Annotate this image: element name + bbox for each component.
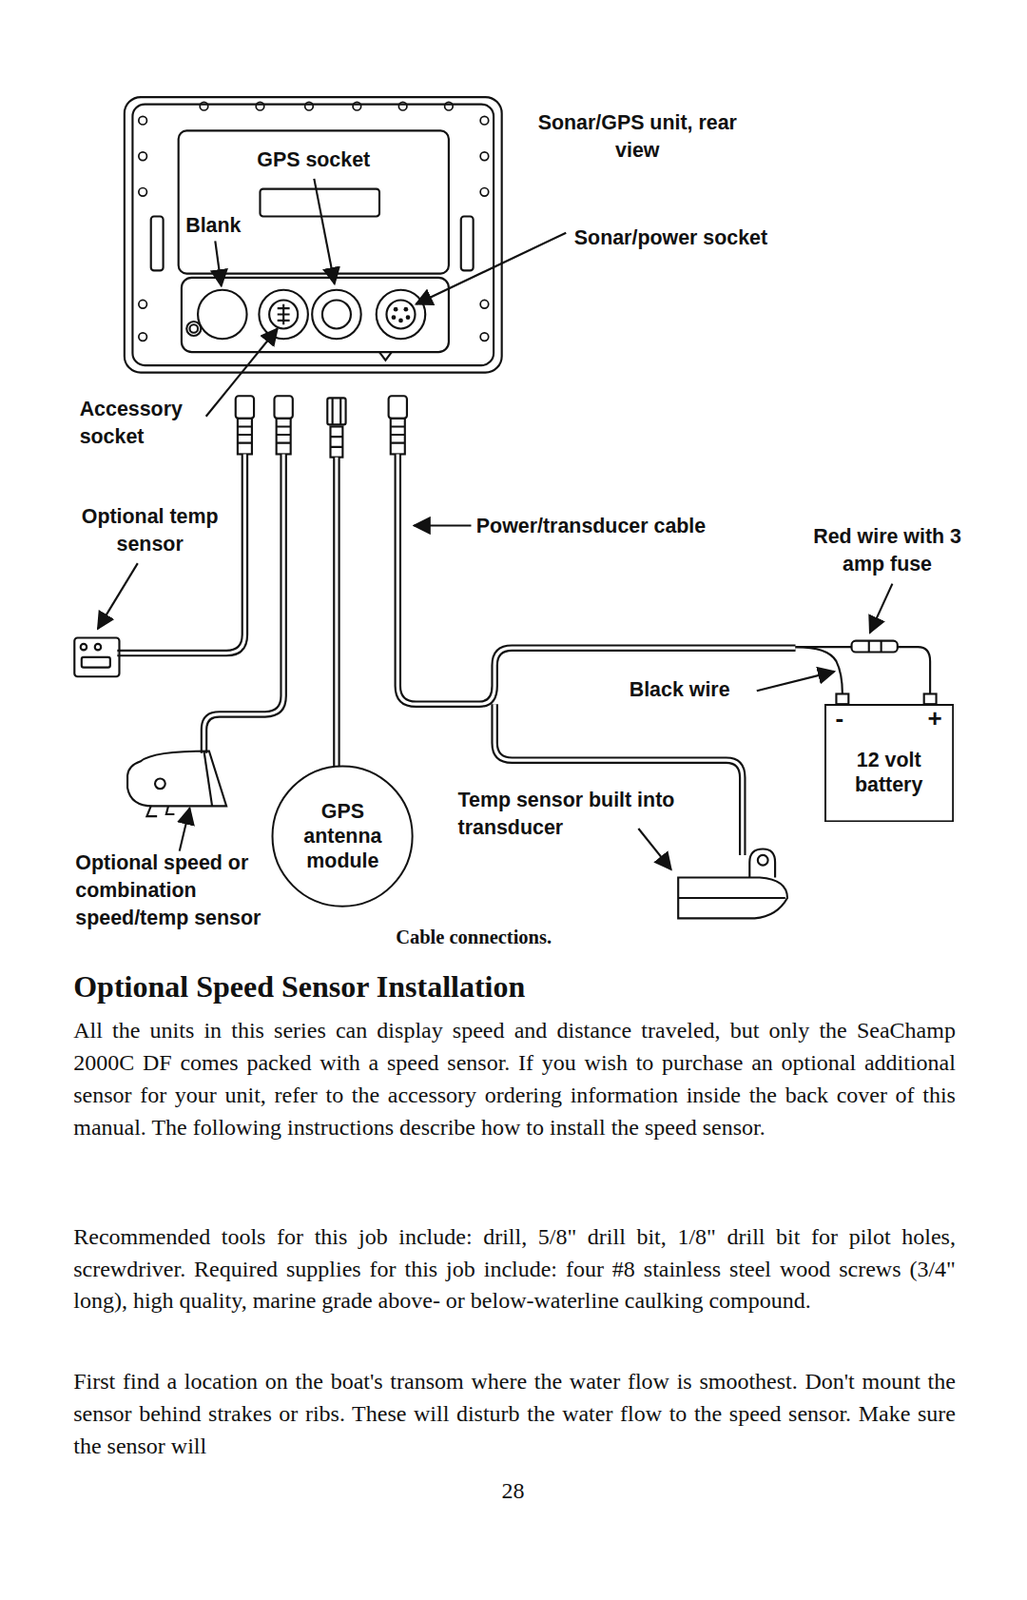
antenna-circle: GPS antenna module [271,764,414,908]
transducer [678,877,788,919]
node-text: GPS antenna module [285,798,400,873]
speed-sensor [127,751,227,807]
view-label: Sonar/GPS unit, rear view [530,109,745,165]
wire-label: Red wire with 3 amp fuse [800,523,974,579]
wire-label: Black wire [629,676,762,704]
temp-sensor [74,637,119,677]
unit-rear-view [124,96,503,373]
cable-label: Power/transducer cable [476,512,773,541]
part-label: Optional temp sensor [69,503,231,559]
socket-label: Sonar/power socket [574,224,830,252]
socket-label: Blank [185,212,268,240]
part-label: Optional speed or combination speed/temp… [75,849,295,932]
page-number: 28 [477,1474,549,1508]
socket-label: GPS socket [256,146,410,175]
body-paragraph: All the units in this series can display… [73,1014,956,1144]
terminal-mark: + [928,705,943,731]
sensors [74,637,788,918]
socket-pins [391,307,411,324]
body-paragraph: First find a location on the boat's tran… [73,1365,956,1462]
figure-caption: Cable connections. [395,926,552,949]
socket-label: Accessory socket [79,395,213,451]
part-label: Temp sensor built into transducer [458,786,688,842]
mounting-holes [138,101,489,341]
cables [116,453,931,854]
terminal-mark: - [835,705,845,731]
section-heading: Optional Speed Sensor Installation [73,968,525,1005]
battery-box: - +12 volt battery [824,703,954,822]
terminals [835,693,936,704]
body-paragraph: Recommended tools for this job include: … [73,1220,956,1318]
node-text: 12 volt battery [833,747,945,797]
cable-plugs [235,395,407,457]
